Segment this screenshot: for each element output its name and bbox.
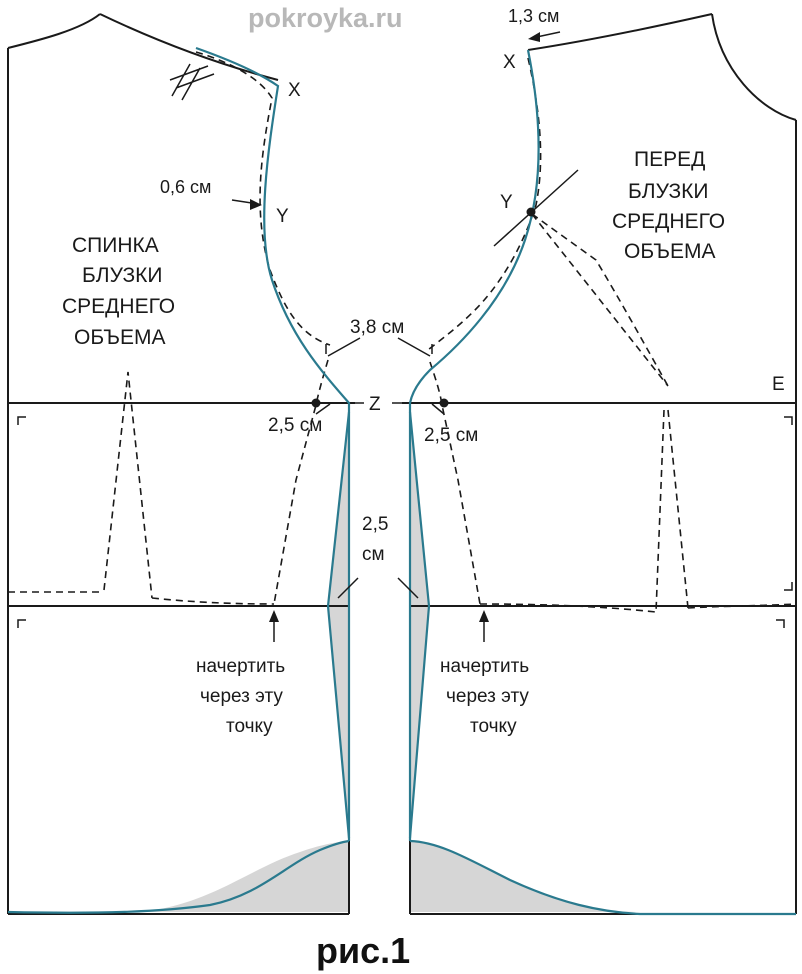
back-title-line: ОБЪЕМА	[74, 326, 166, 349]
measure-armhole-gap: 3,8 см	[350, 317, 404, 338]
back-shoulder	[99, 13, 279, 81]
front-waist-original	[479, 603, 797, 613]
figure-caption: рис.1	[316, 930, 410, 971]
back-side-pointer	[315, 403, 331, 415]
point-y-back: Y	[276, 206, 289, 227]
front-dart-lower	[655, 409, 689, 613]
construction-lines	[8, 402, 796, 628]
front-title-line: СРЕДНЕГО	[612, 210, 725, 233]
new-contour	[7, 46, 796, 916]
front-side-pointer	[431, 403, 445, 415]
front-title: ПЕРЕД БЛУЗКИ СРЕДНЕГО ОБЪЕМА	[612, 148, 725, 263]
front-bust-dart-lines	[531, 213, 669, 387]
back-side-original	[273, 359, 329, 605]
front-piece	[409, 13, 797, 915]
front-note-line: через эту	[446, 686, 529, 707]
armhole-gap-bracket	[327, 337, 431, 357]
front-new-hem	[409, 839, 796, 916]
back-note-arrowhead	[269, 610, 279, 622]
back-new-armhole	[195, 46, 351, 841]
back-armhole-arrowhead	[250, 199, 262, 210]
point-z: Z	[369, 394, 381, 415]
front-hem-area	[410, 842, 640, 912]
back-neckline	[7, 13, 101, 49]
watermark: pokroyka.ru	[248, 3, 403, 33]
front-note-line: точку	[470, 716, 517, 737]
point-y-front: Y	[500, 192, 513, 213]
back-side-point	[311, 398, 321, 408]
waist-gap-pointer-left	[337, 577, 359, 599]
front-shift-arrowhead	[528, 32, 540, 42]
front-new-armhole	[408, 49, 540, 841]
waist-gap-pointer-right	[397, 577, 419, 599]
front-neckline	[711, 13, 797, 121]
measure-side-front: 2,5 см	[424, 425, 478, 446]
armhole-gap-ticks	[325, 344, 433, 354]
front-side-point	[439, 398, 449, 408]
back-new-hem	[7, 839, 350, 914]
corner-mark-back-waist	[17, 619, 26, 628]
corner-mark-front-waist-top	[784, 582, 793, 591]
front-armhole-original	[427, 57, 542, 351]
back-dart	[103, 371, 153, 599]
front-side-original	[429, 361, 481, 605]
text-labels: pokroyka.ru X Y X Y Z E 1,3 см 0,6 см 3,…	[62, 3, 785, 971]
back-side-bend	[326, 411, 351, 839]
point-x-back: X	[288, 80, 301, 101]
measure-side-back: 2,5 см	[268, 415, 322, 436]
back-title: СПИНКА БЛУЗКИ СРЕДНЕГО ОБЪЕМА	[62, 234, 175, 349]
back-note-line: начертить	[196, 656, 285, 677]
back-note: начертить через эту точку	[196, 656, 285, 737]
corner-mark-front-waist	[776, 619, 785, 628]
point-e: E	[772, 374, 785, 395]
back-title-line: СРЕДНЕГО	[62, 295, 175, 318]
measure-waist-gap-2: см	[362, 544, 385, 565]
back-waist-original	[8, 591, 275, 605]
front-note-line: начертить	[440, 656, 529, 677]
back-note-line: через эту	[200, 686, 283, 707]
back-title-line: БЛУЗКИ	[82, 264, 162, 287]
front-note-arrowhead	[479, 610, 489, 622]
annotation-marks	[169, 31, 579, 642]
front-side-bend	[408, 411, 431, 839]
measure-shoulder-shift: 1,3 см	[508, 6, 559, 26]
back-shoulder-ticks	[169, 63, 215, 101]
back-title-line: СПИНКА	[72, 234, 159, 257]
front-title-line: ОБЪЕМА	[624, 240, 716, 263]
measure-armhole-back: 0,6 см	[160, 177, 211, 197]
back-armhole-original	[195, 51, 331, 346]
front-y-dot	[526, 207, 536, 217]
front-note: начертить через эту точку	[440, 656, 529, 737]
corner-mark-back-chest	[17, 416, 26, 425]
back-hem-area	[140, 841, 349, 912]
back-piece	[7, 13, 350, 915]
front-title-line: ПЕРЕД	[634, 148, 705, 171]
front-title-line: БЛУЗКИ	[628, 180, 708, 203]
front-y-crossline	[493, 169, 579, 247]
corner-mark-front-chest	[784, 416, 793, 425]
measure-waist-gap-1: 2,5	[362, 514, 388, 535]
point-x-front: X	[503, 52, 516, 73]
front-shoulder	[527, 13, 713, 51]
back-note-line: точку	[226, 716, 273, 737]
